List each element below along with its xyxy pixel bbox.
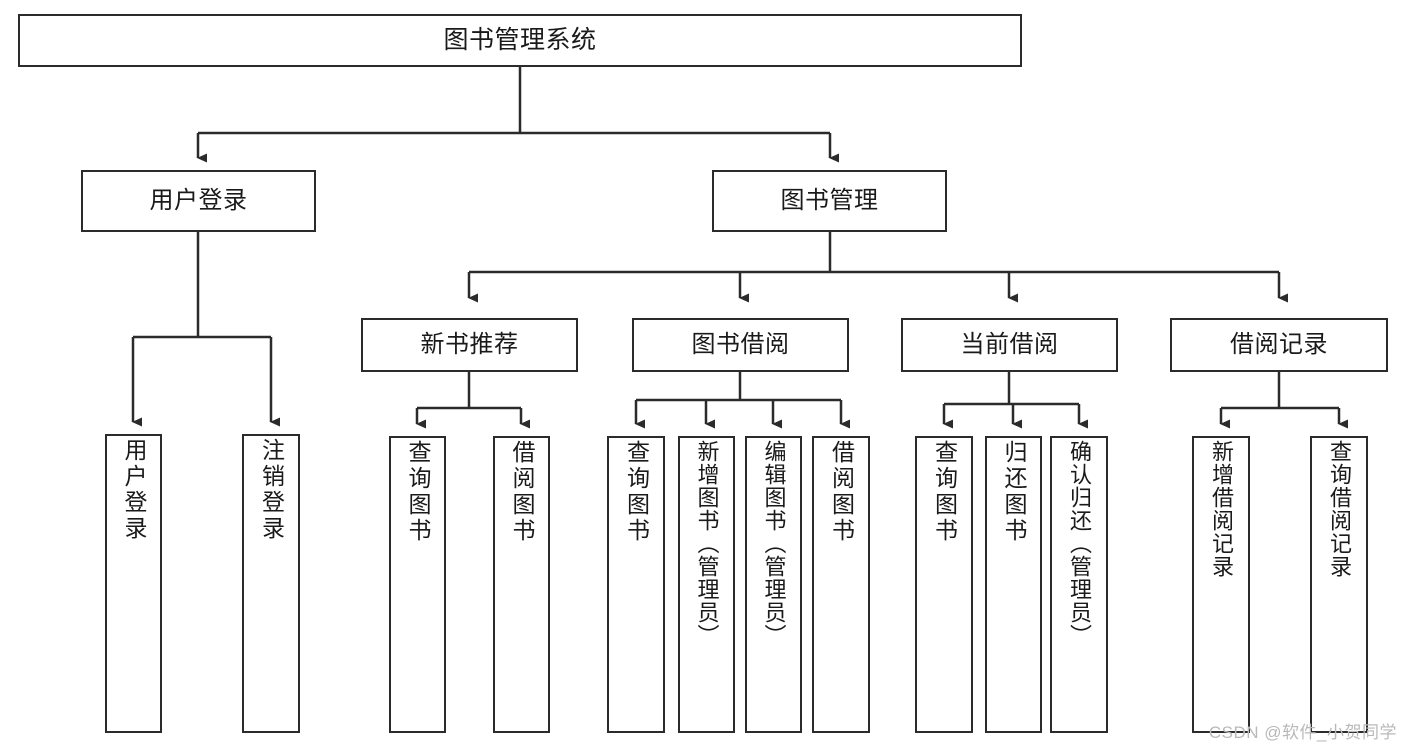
node-leaf-add-record[interactable]: 新增借阅记录 (1192, 436, 1250, 733)
node-user-login[interactable]: 用户登录 (81, 170, 316, 232)
node-borrow-record[interactable]: 借阅记录 (1170, 318, 1388, 372)
csdn-watermark: CSDN @软件_小贺同学 (1208, 723, 1397, 742)
node-label: 查询图书 (623, 440, 650, 544)
node-label: 新增借阅记录 (1209, 440, 1234, 578)
node-label: 借阅记录 (1230, 330, 1328, 358)
node-root-book-management-system[interactable]: 图书管理系统 (18, 14, 1022, 67)
node-leaf-confirm-return[interactable]: 确认归还（管理员） (1050, 436, 1108, 733)
node-leaf-borrow-book-1[interactable]: 借阅图书 (493, 436, 550, 733)
node-label: 注销登录 (258, 438, 285, 542)
node-label: 借阅图书 (828, 440, 855, 544)
node-label: 图书管理系统 (443, 25, 597, 54)
node-label: 用户登录 (149, 186, 248, 214)
node-label: 编辑图书（管理员） (761, 440, 787, 647)
node-leaf-return-book[interactable]: 归还图书 (985, 436, 1042, 733)
node-book-management[interactable]: 图书管理 (712, 170, 947, 232)
node-label: 当前借阅 (960, 330, 1059, 358)
node-new-book-recommend[interactable]: 新书推荐 (361, 318, 578, 372)
node-current-borrow[interactable]: 当前借阅 (901, 318, 1118, 372)
node-label: 图书管理 (780, 186, 879, 214)
node-label: 归还图书 (1001, 440, 1027, 544)
node-label: 借阅图书 (509, 440, 535, 544)
node-book-borrow[interactable]: 图书借阅 (632, 318, 849, 372)
node-label: 确认归还（管理员） (1067, 440, 1092, 647)
node-label: 查询借阅记录 (1327, 440, 1352, 578)
node-label: 查询图书 (405, 440, 431, 544)
node-label: 图书借阅 (691, 330, 790, 358)
node-leaf-borrow-book-2[interactable]: 借阅图书 (812, 436, 870, 733)
node-leaf-query-book-2[interactable]: 查询图书 (607, 436, 665, 733)
node-leaf-edit-book[interactable]: 编辑图书（管理员） (745, 436, 802, 733)
node-leaf-query-book-3[interactable]: 查询图书 (915, 436, 973, 733)
node-label: 查询图书 (931, 440, 958, 544)
node-label: 用户登录 (121, 438, 147, 542)
node-label: 新增图书（管理员） (694, 440, 720, 647)
node-leaf-user-login[interactable]: 用户登录 (105, 434, 162, 733)
node-leaf-query-book-1[interactable]: 查询图书 (389, 436, 446, 733)
node-leaf-query-record[interactable]: 查询借阅记录 (1310, 436, 1368, 733)
node-label: 新书推荐 (420, 330, 519, 358)
node-leaf-logout-login[interactable]: 注销登录 (242, 434, 300, 733)
node-leaf-add-book[interactable]: 新增图书（管理员） (678, 436, 735, 733)
